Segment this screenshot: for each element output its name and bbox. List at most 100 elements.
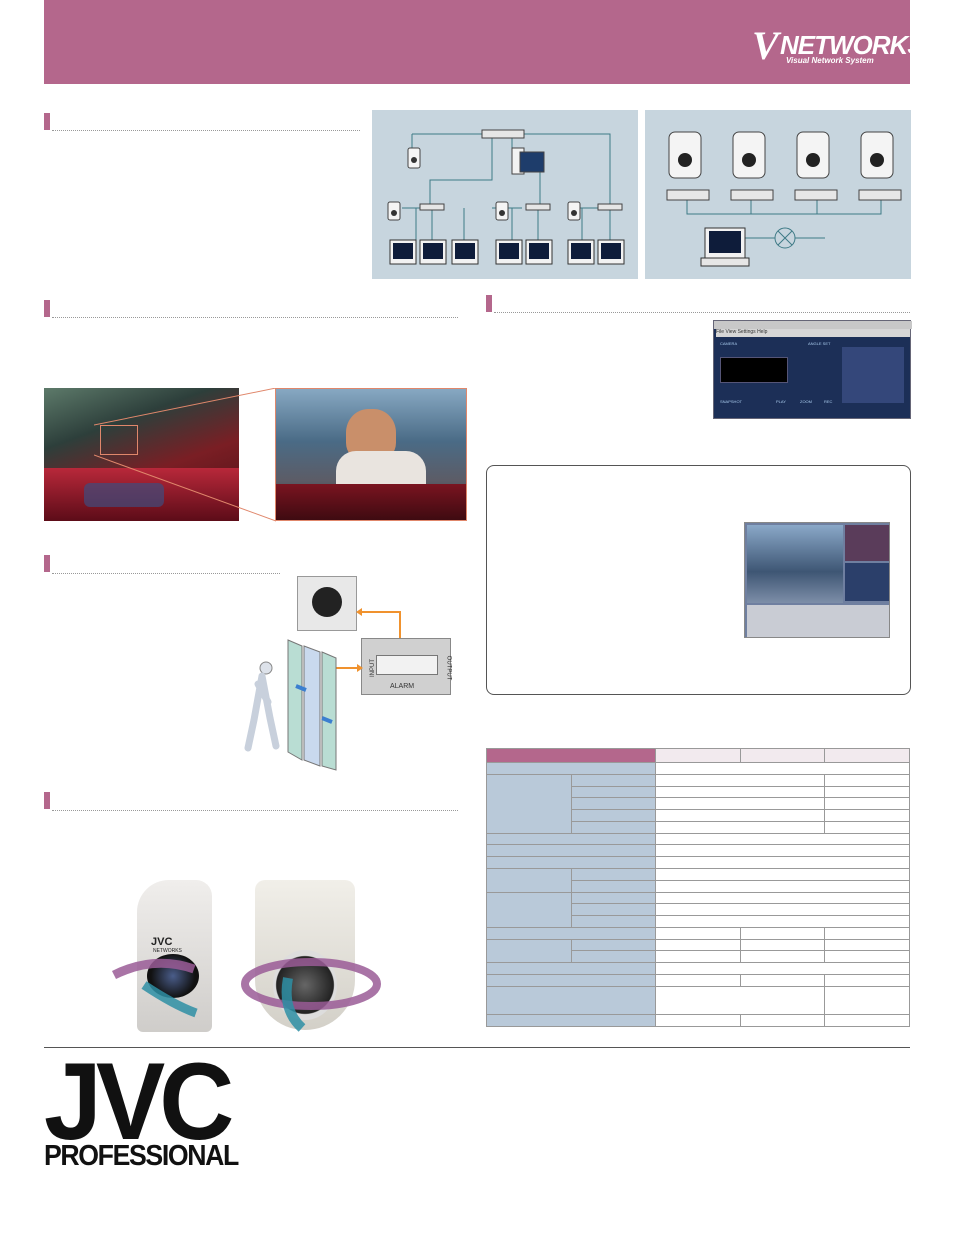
section-marker	[44, 555, 50, 572]
menu-settings[interactable]: Settings	[737, 329, 756, 335]
table-cell	[570, 820, 657, 834]
table-cell	[655, 832, 910, 846]
table-cell	[655, 820, 826, 834]
table-cell	[655, 962, 910, 975]
menu-help[interactable]: Help	[757, 329, 768, 335]
table-cell	[655, 773, 826, 787]
table-cell	[570, 809, 657, 822]
table-cell	[824, 938, 910, 952]
table-cell	[655, 973, 741, 987]
table-cell	[824, 773, 910, 787]
table-cell	[824, 797, 910, 811]
table-cell	[739, 973, 826, 987]
section-rule	[494, 312, 910, 313]
table-header-cell	[824, 747, 910, 764]
window-titlebar	[714, 321, 912, 329]
showroom-photo	[44, 388, 239, 521]
table-cell	[655, 844, 910, 858]
table-row	[485, 856, 657, 870]
menu-file[interactable]: File	[716, 329, 725, 335]
table-cell	[824, 820, 910, 834]
network-diagram-right	[645, 110, 911, 279]
door-sensor-diagram-icon	[244, 608, 401, 771]
direction-pad[interactable]	[842, 347, 904, 403]
table-cell	[655, 868, 910, 881]
table-header-cell	[655, 747, 741, 764]
logo-tagline: Visual Network System	[786, 56, 874, 65]
table-cell	[655, 926, 741, 940]
table-cell	[655, 950, 741, 964]
networks-logo: NETWORKS	[780, 30, 925, 60]
rotation-arrow-icon	[241, 958, 381, 1032]
table-cell	[655, 879, 910, 893]
table-cell	[824, 785, 910, 799]
table-cell	[739, 950, 826, 964]
table-cell	[824, 1013, 910, 1028]
table-row	[485, 844, 657, 858]
spec-table	[485, 747, 910, 1028]
small-camera-image	[297, 576, 357, 631]
jvc-logo: JVC	[44, 1041, 234, 1163]
camera-network-icon	[666, 131, 902, 267]
table-row	[485, 1013, 657, 1028]
rec-button[interactable]: REC	[824, 399, 833, 404]
camera-lens-icon	[312, 587, 342, 617]
table-row	[486, 868, 572, 893]
zoom-button[interactable]: ZOOM	[800, 399, 812, 404]
network-diagram-left	[372, 110, 638, 279]
section-marker	[44, 113, 50, 130]
table-cell	[655, 891, 910, 905]
camera-list[interactable]	[720, 357, 788, 383]
table-cell	[570, 773, 657, 787]
section-marker	[486, 295, 492, 312]
table-cell	[739, 1013, 826, 1028]
windshield-shape	[84, 483, 164, 507]
table-cell	[655, 915, 910, 928]
table-cell	[570, 903, 657, 917]
terminal-block	[376, 655, 438, 675]
car-roof-shape	[276, 484, 466, 520]
alarm-label: ALARM	[390, 683, 415, 690]
table-header-cell	[485, 747, 657, 764]
table-cell	[570, 938, 657, 952]
info-box	[486, 465, 911, 695]
table-cell	[655, 797, 826, 811]
multiview-screenshot	[744, 522, 890, 638]
table-row	[486, 773, 572, 834]
sub-view-2	[845, 563, 889, 601]
table-cell	[739, 938, 826, 952]
footer-rule	[44, 1047, 910, 1048]
table-cell	[655, 938, 741, 952]
table-cell	[655, 762, 910, 775]
table-cell	[824, 950, 910, 964]
table-row	[485, 926, 657, 940]
main-view	[747, 525, 843, 603]
table-cell	[824, 973, 910, 987]
table-cell	[570, 797, 657, 811]
section-rule	[52, 810, 458, 811]
table-cell	[570, 891, 657, 905]
table-cell	[570, 915, 657, 928]
table-cell	[824, 809, 910, 822]
table-cell	[655, 903, 910, 917]
section-marker	[44, 300, 50, 317]
play-button[interactable]: PLAY	[776, 399, 786, 404]
menu-view[interactable]: View	[725, 329, 737, 335]
zoom-connector-icon	[94, 388, 276, 522]
pan-arrows-icon	[111, 958, 198, 1018]
table-cell	[824, 926, 910, 940]
table-cell	[655, 856, 910, 870]
alarm-terminal-panel: ALARM INPUT OUTPUT	[361, 638, 451, 695]
v-logo-icon: V	[752, 23, 779, 68]
table-row	[486, 938, 572, 964]
table-cell	[570, 868, 657, 881]
control-software-window: File View Settings Help CAMERA ANGLE SET…	[713, 320, 912, 419]
camera-section-label: CAMERA	[720, 341, 738, 346]
table-cell	[570, 879, 657, 893]
section-marker	[44, 792, 50, 809]
thumbnail-strip	[747, 605, 889, 637]
zoom-region	[100, 425, 138, 455]
camera-brand-logo: JVC	[151, 936, 173, 948]
table-row	[485, 973, 657, 987]
snapshot-button[interactable]: SNAPSHOT	[720, 399, 743, 404]
